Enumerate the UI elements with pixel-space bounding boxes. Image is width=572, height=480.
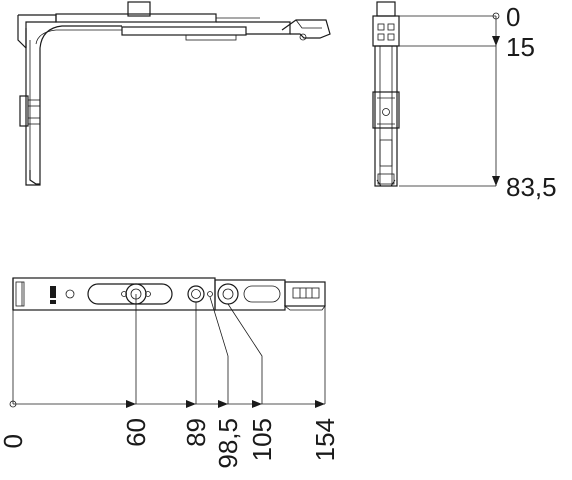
arrow-icon [186,400,196,408]
vertical-dimension: 0 15 83,5 [399,2,557,202]
dim-label-h-60: 60 [121,418,151,447]
origin-dot [9,400,17,408]
arrow-icon [252,400,262,408]
dim-label-h-98-5: 98,5 [213,418,243,469]
horizontal-dimension: 0 60 89 98,5 105 154 [0,294,340,469]
dim-label-v-0: 0 [506,2,520,32]
dim-label-h-89: 89 [181,418,211,447]
dim-label-h-105: 105 [247,418,277,461]
top-view [12,277,326,311]
dim-label-v-15: 15 [506,32,535,62]
arrow-icon [492,36,500,46]
dim-label-h-154: 154 [310,418,340,461]
origin-dot [492,12,500,20]
side-view [17,1,331,186]
arrow-icon [492,176,500,186]
arrow-icon [126,400,136,408]
dim-label-v-83-5: 83,5 [506,172,557,202]
arrow-icon [315,400,325,408]
dim-label-h-0: 0 [0,434,28,448]
arrow-icon [218,400,228,408]
end-view [372,1,400,187]
